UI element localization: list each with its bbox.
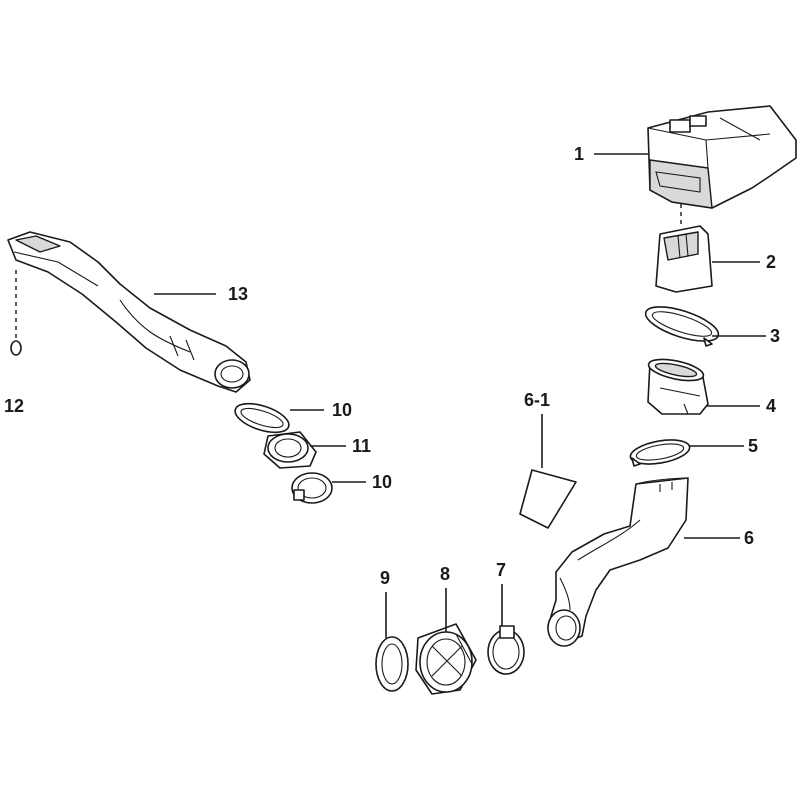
- part-8-coupling-sleeve: [415, 623, 477, 695]
- part-11-coupler: [263, 431, 317, 469]
- callout-11: 11: [352, 436, 371, 456]
- part-12-clip: [10, 270, 22, 356]
- callout-5: 5: [748, 436, 758, 456]
- part-3-gasket: [644, 306, 720, 347]
- part-13-snorkel-duct: [7, 231, 251, 393]
- part-6-1-foam-pad: [519, 469, 577, 529]
- callout-3: 3: [770, 326, 780, 346]
- callout-9: 9: [380, 568, 390, 588]
- callout-2: 2: [766, 252, 776, 272]
- part-9-ring-seal: [375, 636, 409, 692]
- callout-8: 8: [440, 564, 450, 584]
- part-6-intake-duct: [547, 477, 689, 647]
- callout-10-upper: 10: [332, 400, 352, 420]
- part-2-filter-element: [655, 225, 713, 293]
- part-5-clamp: [629, 439, 691, 467]
- part-7-hose-clamp: [487, 625, 525, 675]
- callout-4: 4: [766, 396, 776, 416]
- leader-lines: [154, 153, 766, 638]
- part-1-air-box: [647, 105, 797, 209]
- callout-6: 6: [744, 528, 754, 548]
- callout-10-lower: 10: [372, 472, 392, 492]
- callout-12: 12: [4, 396, 24, 416]
- callout-7: 7: [496, 560, 506, 580]
- part-10-upper-gasket: [234, 402, 290, 434]
- part-10-lower-clamp: [291, 472, 333, 504]
- callout-6-1: 6-1: [524, 390, 550, 410]
- part-4-adaptor: [647, 358, 709, 415]
- callout-1: 1: [574, 144, 584, 164]
- callout-13: 13: [228, 284, 248, 304]
